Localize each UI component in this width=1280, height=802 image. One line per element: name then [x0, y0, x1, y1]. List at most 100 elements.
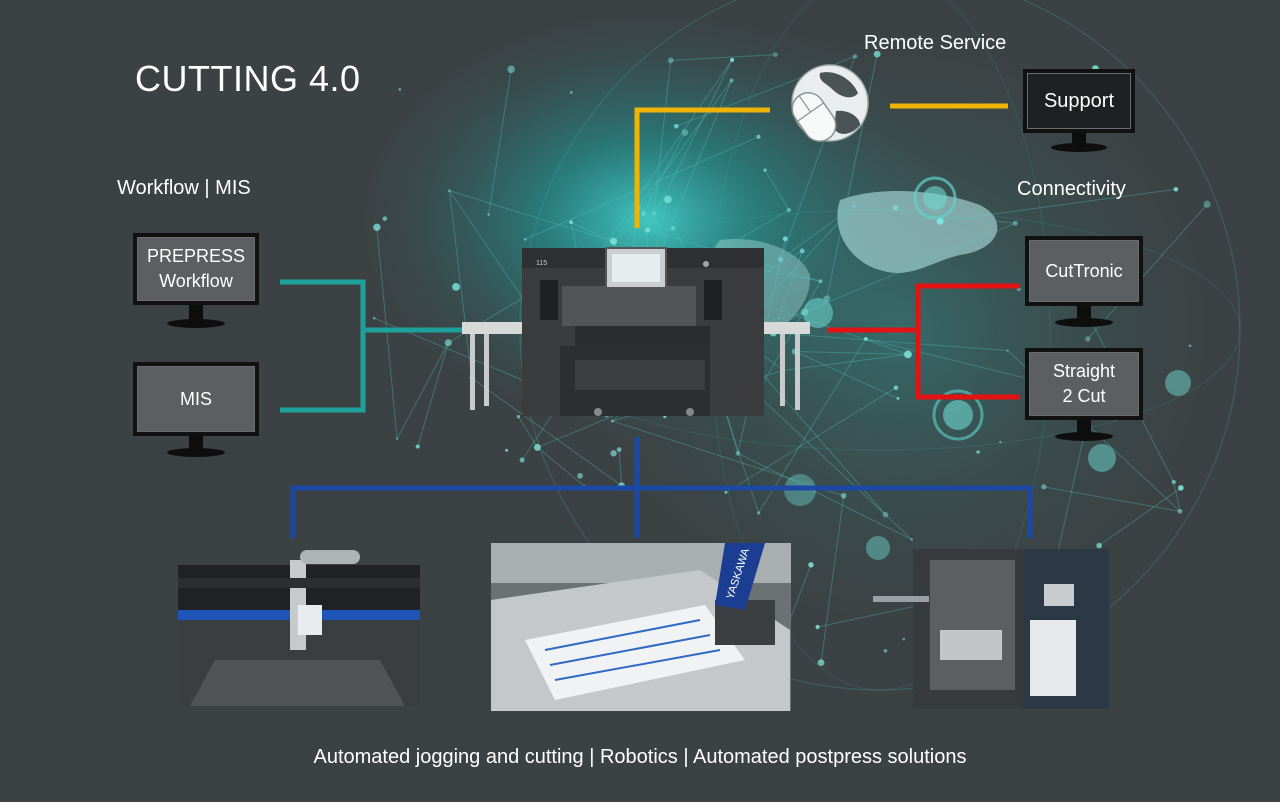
connectivity-heading: Connectivity: [1017, 178, 1126, 200]
mis-monitor: MIS: [133, 362, 259, 458]
network-node: [373, 223, 381, 231]
workflow-connector: [280, 279, 462, 413]
footer-caption: Automated jogging and cutting | Robotics…: [313, 746, 967, 768]
network-node: [533, 443, 541, 451]
network-link: [471, 377, 622, 487]
network-node: [756, 134, 761, 139]
network-link: [517, 416, 538, 448]
network-link: [794, 351, 899, 399]
network-link: [1173, 481, 1181, 512]
network-link: [396, 342, 449, 440]
support-monitor: Support: [1023, 69, 1135, 153]
machine-panel-number: 115: [536, 260, 547, 267]
network-link: [618, 449, 623, 486]
network-node: [415, 444, 420, 449]
network-link: [772, 250, 803, 334]
network-node: [1012, 220, 1018, 226]
network-link: [764, 169, 790, 211]
network-node: [1203, 200, 1211, 208]
cuttronic-monitor: CutTronic: [1025, 236, 1143, 328]
postpress-system-photo: [873, 549, 1109, 709]
network-node: [609, 237, 618, 245]
network-node: [999, 440, 1002, 444]
two-cut-label: 2 Cut: [1062, 386, 1106, 406]
network-node: [673, 123, 679, 129]
remote-service-connector: [634, 103, 1008, 228]
network-link: [448, 190, 473, 379]
user-node-icons: [784, 176, 1191, 560]
mis-label: MIS: [179, 388, 212, 409]
network-link: [725, 387, 897, 493]
network-node: [882, 511, 889, 518]
network-node: [729, 78, 734, 83]
workflow-mis-heading: Workflow | MIS: [117, 177, 251, 199]
network-node: [976, 450, 980, 454]
network-node: [873, 50, 881, 58]
network-node: [1177, 508, 1183, 514]
support-label: Support: [1043, 89, 1115, 112]
network-node: [936, 217, 944, 225]
straight-2-cut-monitor: Straight 2 Cut: [1025, 348, 1143, 442]
network-link: [1043, 486, 1181, 512]
network-node: [808, 562, 814, 568]
network-node: [1096, 542, 1102, 549]
network-node: [610, 450, 617, 457]
network-link: [642, 132, 686, 214]
network-link: [647, 227, 674, 231]
workflow-label: Workflow: [159, 271, 233, 291]
network-node: [372, 316, 376, 320]
prepress-workflow-monitor: PREPRESS Workflow: [133, 233, 259, 329]
network-link: [758, 338, 867, 514]
network-node: [640, 211, 646, 216]
network-link: [804, 222, 1016, 313]
network-node: [444, 339, 452, 347]
network-node: [1006, 349, 1009, 352]
network-link: [780, 205, 855, 260]
network-node: [667, 57, 674, 64]
network-link: [795, 351, 908, 355]
network-link: [600, 59, 733, 252]
network-node: [902, 637, 906, 641]
network-node: [1188, 344, 1192, 348]
connectivity-connector: [828, 283, 1020, 400]
network-node: [724, 491, 728, 494]
network-node: [395, 437, 399, 441]
network-node: [782, 236, 788, 242]
network-node: [1171, 479, 1176, 485]
network-link: [787, 564, 812, 626]
network-node: [763, 168, 767, 172]
network-node: [681, 129, 689, 136]
network-node: [1041, 484, 1047, 490]
network-node: [840, 492, 847, 499]
network-link: [1098, 487, 1182, 546]
network-link: [653, 60, 672, 214]
network-node: [610, 419, 614, 423]
network-link: [613, 80, 732, 242]
network-node: [730, 57, 735, 62]
network-node: [569, 220, 573, 225]
prepress-label: PREPRESS: [146, 246, 246, 266]
network-node: [910, 538, 913, 541]
network-node: [507, 65, 515, 74]
network-node: [896, 397, 900, 400]
network-link: [449, 190, 614, 243]
network-node: [735, 451, 741, 456]
network-node: [852, 54, 858, 59]
network-node: [644, 227, 651, 233]
network-link: [820, 495, 845, 663]
network-node: [670, 226, 676, 231]
network-link: [570, 221, 614, 243]
network-node: [773, 52, 778, 58]
network-node: [570, 91, 573, 94]
network-link: [417, 342, 449, 447]
robot-cutting-photo: YASKAWA: [491, 543, 791, 711]
network-link: [537, 447, 585, 487]
network-node: [448, 189, 451, 193]
network-link: [488, 69, 512, 215]
network-node: [892, 204, 899, 211]
remote-service-heading: Remote Service: [864, 32, 1007, 54]
network-node: [616, 447, 622, 453]
network-node: [452, 283, 460, 291]
network-node: [664, 195, 672, 204]
